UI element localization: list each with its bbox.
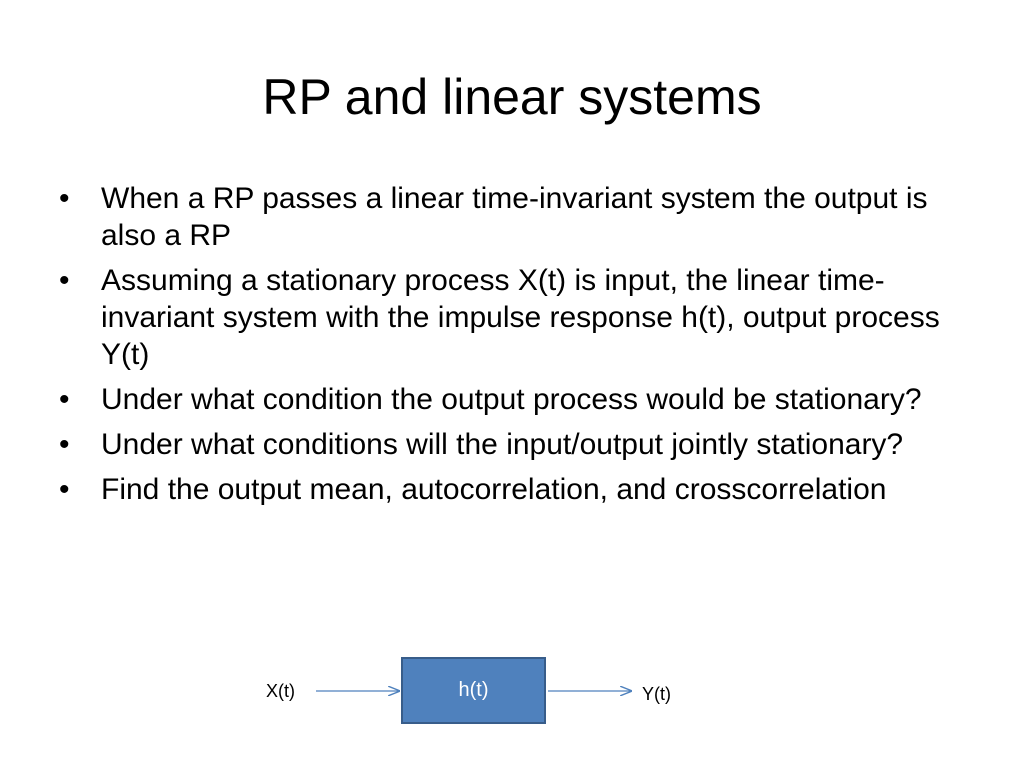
bullet-text: Find the output mean, autocorrelation, a… xyxy=(101,473,887,506)
bullet-item: • Assuming a stationary process X(t) is … xyxy=(57,262,957,373)
bullet-text: Assuming a stationary process X(t) is in… xyxy=(101,264,940,371)
system-diagram: X(t) h(t) Y(t) xyxy=(0,640,1024,750)
bullet-item: • When a RP passes a linear time-invaria… xyxy=(57,180,957,254)
diagram-arrows xyxy=(316,640,1024,750)
bullet-icon: • xyxy=(59,383,70,416)
bullet-icon: • xyxy=(59,428,70,461)
system-block: h(t) xyxy=(401,657,546,724)
bullet-text: When a RP passes a linear time-invariant… xyxy=(101,182,928,252)
slide-title: RP and linear systems xyxy=(262,69,762,125)
bullet-icon: • xyxy=(59,264,70,297)
output-label: Y(t) xyxy=(642,684,671,704)
bullet-list: • When a RP passes a linear time-invaria… xyxy=(57,180,957,516)
bullet-item: • Find the output mean, autocorrelation,… xyxy=(57,471,957,508)
bullet-icon: • xyxy=(59,473,70,506)
bullet-text: Under what condition the output process … xyxy=(101,383,922,416)
bullet-text: Under what conditions will the input/out… xyxy=(101,428,904,461)
bullet-item: • Under what conditions will the input/o… xyxy=(57,426,957,463)
input-label: X(t) xyxy=(266,681,295,701)
bullet-item: • Under what condition the output proces… xyxy=(57,381,957,418)
bullet-icon: • xyxy=(59,182,70,215)
